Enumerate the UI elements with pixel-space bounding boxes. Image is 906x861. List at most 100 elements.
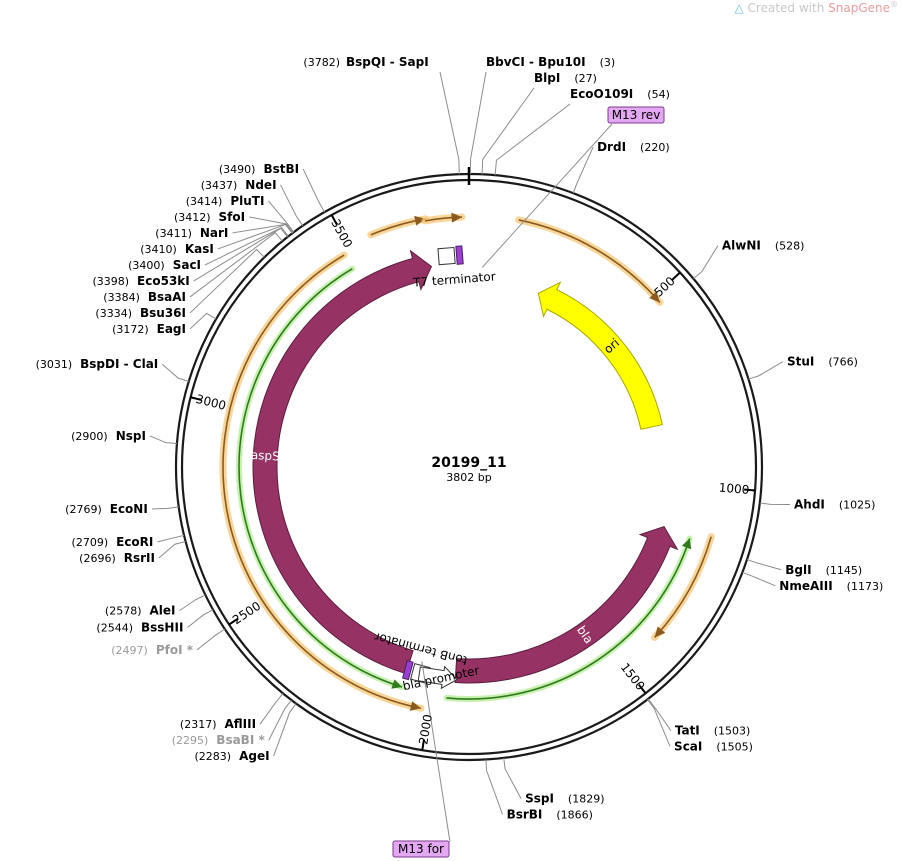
site-eco53ki: Eco53kI(3398) (92, 274, 189, 288)
site-leader-blpi (481, 87, 535, 175)
site-nmeaiii: NmeAIII (1173) (779, 579, 883, 593)
site-name-tati: TatI (675, 723, 700, 737)
site-name-nmeaiii: NmeAIII (779, 579, 832, 593)
orange-annotation-arrowhead (451, 212, 462, 223)
site-ndei: NdeI(3437) (201, 178, 277, 192)
plasmid-name: 20199_11 (431, 455, 506, 471)
site-name-sfoi: SfoI (219, 210, 246, 224)
ruler-tick-label: 2500 (230, 599, 263, 627)
ruler-tick-label: 1000 (718, 481, 750, 497)
site-position-bspdi: (3031) (36, 358, 73, 371)
site-position-ecori: (2709) (72, 536, 109, 549)
site-leader-bsabi (268, 699, 292, 741)
site-leader-tati (647, 698, 672, 731)
site-leader-eagi (189, 312, 217, 330)
site-leader-bspdi (161, 363, 189, 382)
site-name-alwni: AlwNI (722, 239, 761, 253)
site-sfoi: SfoI (3412) (174, 210, 245, 224)
snapgene-watermark: △ Created with SnapGene® (734, 0, 898, 15)
orange-annotation-arrowhead (409, 701, 421, 711)
site-position-pfoi: (2497) (111, 644, 148, 657)
ruler-tick (638, 683, 647, 694)
terminator-bar-icon (402, 660, 414, 681)
site-position-eagi: (3172) (112, 323, 149, 336)
site-rsrii: RsrII(2696) (79, 551, 155, 565)
ruler-tick (743, 488, 756, 492)
site-position-bsabi: (2295) (172, 734, 209, 747)
watermark-prefix: Created with (747, 1, 829, 15)
watermark-mark: ® (890, 0, 898, 9)
site-position-bsshii: (2544) (96, 621, 133, 634)
site-name-scai: ScaI (674, 739, 702, 753)
site-position-bspqi: (3782) (303, 56, 340, 69)
site-bsrbi: BsrBI(1866) (507, 808, 593, 822)
site-position-saci: (3400) (128, 259, 165, 272)
ruler-tick-label: 1500 (618, 660, 648, 693)
site-econi: EcoNI(2769) (65, 502, 148, 516)
site-leader-rsrii (158, 540, 186, 559)
site-leader-sspi (503, 757, 522, 799)
site-position-blpi: (27) (574, 72, 597, 85)
site-drdi: DrdI(220) (597, 140, 670, 154)
site-saci: SacI (3400) (128, 258, 201, 272)
site-name-econi: EcoNI (110, 502, 148, 516)
site-scai: ScaI (1505) (674, 739, 753, 753)
site-name-bgli: BglI (785, 563, 811, 577)
site-position-nmeaiii: (1173) (847, 580, 884, 593)
site-position-alei: (2578) (105, 605, 142, 618)
site-pluti: PluTI(3414) (186, 194, 265, 208)
primer-leader-m13-for (421, 661, 451, 843)
green-annotation-arc (238, 268, 403, 688)
site-leader-ahdi (759, 502, 791, 506)
feature-arrow-ori (537, 281, 664, 430)
site-position-kasi: (3410) (140, 243, 177, 256)
site-name-nspi: NspI (116, 429, 146, 443)
site-leader-bstbi (302, 168, 325, 213)
site-position-alwni: (528) (775, 240, 805, 253)
site-name-ecoo109i: EcoO109I (570, 87, 633, 101)
plasmid-size: 3802 bp (446, 471, 491, 484)
site-ecori: EcoRI(2709) (72, 535, 154, 549)
site-name-agei: AgeI (239, 749, 269, 763)
site-name-bstbi: BstBI (263, 162, 299, 176)
site-position-drdi: (220) (640, 141, 670, 154)
site-position-afliii: (2317) (180, 718, 217, 731)
site-position-sfoi: (3412) (174, 211, 211, 224)
site-position-ecoo109i: (54) (647, 88, 670, 101)
green-annotation-arrowhead (391, 679, 402, 689)
ruler-tick-label: 3000 (194, 392, 227, 413)
site-leader-afliii (259, 693, 284, 725)
terminator-bar-icon (455, 245, 464, 265)
site-bgli: BglI(1145) (785, 563, 862, 577)
ruler-tick (228, 617, 239, 626)
site-name-bbvci: BbvCI - Bpu10I (486, 55, 586, 69)
site-bsaai: BsaAI (3384) (103, 290, 186, 304)
feature-label-asps: aspS (251, 448, 281, 464)
promoter-arrow-icon (417, 665, 458, 690)
site-position-scai: (1505) (716, 740, 753, 753)
restriction-sites: DrdI(220)AlwNI(528)StuI(766)AhdI(1025)Bg… (36, 55, 883, 858)
site-leader-nspi (149, 435, 177, 445)
site-name-bsshii: BssHII (141, 620, 183, 634)
site-ecoo109i: EcoO109I (54) (570, 87, 670, 101)
site-position-nari: (3411) (155, 227, 192, 240)
ruler-tick-label: 3500 (328, 217, 355, 251)
site-leader-ecori (157, 534, 185, 543)
site-leader-eco53ki (193, 227, 288, 282)
feature-bla-promoter (417, 665, 458, 690)
site-bsshii: BssHII (2544) (96, 620, 183, 634)
site-name-bsu36i: Bsu36I (140, 306, 186, 320)
site-name-bsaai: BsaAI (148, 290, 186, 304)
site-leader-ndei (280, 184, 304, 226)
site-name-blpi: BlpI (534, 71, 560, 85)
site-name-kasi: KasI (185, 242, 214, 256)
site-sspi: SspI(1829) (525, 792, 604, 806)
site-leader-pluti (268, 200, 295, 233)
site-leader-bsu36i (189, 248, 265, 314)
orange-annotation-arrowhead (649, 291, 660, 303)
site-leader-agei (273, 703, 297, 757)
site-bsu36i: Bsu36I(3334) (95, 306, 186, 320)
site-bstbi: BstBI(3490) (219, 162, 299, 176)
site-position-bsaai: (3384) (103, 291, 140, 304)
site-name-saci: SacI (173, 258, 201, 272)
